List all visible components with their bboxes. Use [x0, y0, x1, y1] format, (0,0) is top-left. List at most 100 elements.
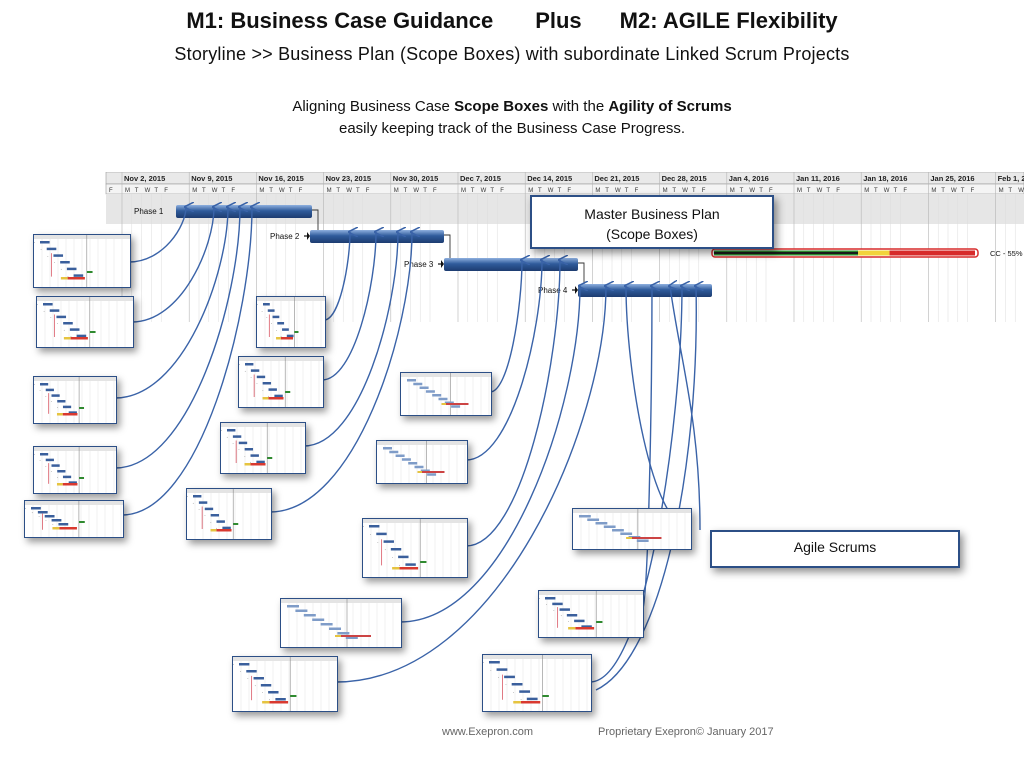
scrum-project-thumbnail[interactable]: ▪▪▪▪▪▪ [36, 296, 134, 348]
phase-label: Phase 4 [538, 286, 568, 295]
mini-task-label: ▪ [61, 268, 62, 271]
gantt-day-letter: F [971, 188, 975, 194]
mini-task-label: ▪ [54, 262, 55, 265]
mini-task-label: ▪ [187, 496, 188, 499]
gantt-day-letter: W [481, 188, 487, 194]
scrum-project-thumbnail[interactable]: ▪▪▪▪▪▪ [538, 590, 644, 638]
mini-task [413, 382, 423, 386]
mini-task [581, 625, 592, 628]
scrum-project-thumbnail[interactable]: ▪▪▪▪▪▪ [238, 356, 324, 408]
gantt-day-letter: M [864, 188, 869, 194]
scrum-project-thumbnail[interactable]: ▪▪▪▪▪▪ [256, 296, 326, 348]
gantt-day-letter: T [874, 188, 878, 194]
mini-task [246, 670, 257, 673]
gantt-week-label: Nov 16, 2015 [258, 174, 303, 183]
mini-task-label: ▪ [239, 449, 240, 452]
phase-label: Phase 2 [270, 232, 300, 241]
mini-task [37, 511, 48, 514]
mini-buffer-red [280, 337, 294, 340]
gantt-day-letter: F [635, 188, 639, 194]
scrum-project-thumbnail[interactable]: ▪▪▪▪▪▪ [232, 656, 338, 712]
mini-task [277, 322, 285, 325]
mini-task-label: ▪ [239, 364, 240, 367]
mini-buffer-yellow [392, 567, 400, 570]
scrum-project-thumbnail[interactable] [400, 372, 492, 416]
mini-task [216, 520, 225, 523]
scrum-project-thumbnail[interactable] [572, 508, 692, 550]
scrum-project-thumbnail[interactable]: ▪▪▪▪▪▪ [33, 234, 131, 288]
mini-task [587, 518, 600, 521]
mini-task-label: ▪ [263, 389, 264, 392]
scrum-project-thumbnail[interactable]: ▪▪▪▪▪▪ [33, 376, 117, 424]
mini-task [51, 394, 60, 397]
gantt-day-letter: T [605, 188, 609, 194]
mini-task-label: ▪ [251, 376, 252, 379]
mini-task-label: ▪ [40, 389, 41, 392]
scrum-project-thumbnail[interactable]: ▪▪▪▪▪▪ [186, 488, 272, 540]
mini-gantt: ▪▪▪▪▪▪ [37, 297, 133, 347]
mini-task [519, 690, 531, 693]
mini-task-label: ▪ [568, 620, 569, 623]
mini-gantt [401, 373, 491, 415]
scrum-project-thumbnail[interactable] [280, 598, 402, 648]
mini-task [40, 241, 50, 244]
mini-buffer-yellow [276, 337, 281, 340]
mini-task [401, 458, 411, 461]
mini-task [295, 609, 308, 612]
gantt-day-letter: T [356, 188, 360, 194]
gantt-day-letter: T [759, 188, 763, 194]
mini-buffer-red [70, 337, 88, 340]
mini-gantt: ▪▪▪▪▪▪ [221, 423, 305, 473]
mini-task [76, 334, 87, 338]
gantt-week-label: Jan 4, 2016 [729, 174, 769, 183]
mini-task-label: ▪ [193, 502, 194, 505]
mini-task [267, 309, 275, 312]
m1-title: M1: Business Case Guidance [186, 8, 494, 33]
mini-task-label: ▪ [262, 310, 263, 313]
mini-header [187, 489, 271, 493]
mini-buffer-red [341, 635, 371, 637]
scope-boxes-emphasis: Scope Boxes [454, 98, 549, 115]
mini-buffer-green [89, 331, 96, 333]
mini-task-label: ▪ [47, 255, 48, 258]
mini-task [566, 614, 578, 617]
scrum-project-thumbnail[interactable]: ▪▪▪▪▪▪ [362, 518, 468, 578]
gantt-day-letter: F [366, 188, 370, 194]
mini-task-label: ▪ [257, 383, 258, 386]
mini-task [43, 303, 53, 306]
mini-buffer-red [399, 567, 419, 570]
master-business-plan-callout: Master Business Plan (Scope Boxes) [530, 195, 774, 249]
gantt-day-letter: F [109, 188, 113, 194]
mini-task [451, 405, 461, 408]
gantt-day-letter: T [625, 188, 629, 194]
scrum-project-thumbnail[interactable]: ▪▪▪▪▪▪ [33, 446, 117, 494]
mini-gantt: ▪▪▪▪▪▪ [233, 657, 337, 711]
mini-gantt: ▪▪▪▪▪▪ [483, 655, 591, 711]
footer-website[interactable]: www.Exepron.com [442, 726, 534, 738]
mini-task-label: ▪ [281, 335, 282, 338]
mini-task [603, 525, 616, 528]
mini-buffer-green [285, 391, 291, 393]
gantt-day-letter: T [202, 188, 206, 194]
scrum-project-thumbnail[interactable]: ▪▪▪▪▪▪ [220, 422, 306, 474]
mini-task [256, 460, 265, 464]
mini-task-label: ▪ [276, 329, 277, 332]
scrum-project-thumbnail[interactable]: ▪▪▪▪▪▪ [24, 500, 124, 538]
scrum-project-thumbnail[interactable] [376, 440, 468, 484]
mini-header [25, 501, 123, 505]
gantt-day-letter: F [433, 188, 437, 194]
mini-buffer-red [250, 463, 266, 466]
mini-task [438, 397, 448, 401]
mini-task [369, 525, 380, 528]
mini-task [427, 473, 437, 476]
mini-buffer-yellow [244, 463, 251, 466]
mini-task-label: ▪ [34, 454, 35, 457]
mini-header [34, 235, 130, 239]
mini-task [244, 448, 254, 451]
mini-task-label: ▪ [269, 699, 270, 702]
mini-buffer-red [62, 483, 78, 486]
gantt-week-label: Jan 11, 2016 [796, 174, 840, 183]
mini-task [579, 515, 591, 518]
scrum-project-thumbnail[interactable]: ▪▪▪▪▪▪ [482, 654, 592, 712]
mini-task [398, 555, 409, 559]
